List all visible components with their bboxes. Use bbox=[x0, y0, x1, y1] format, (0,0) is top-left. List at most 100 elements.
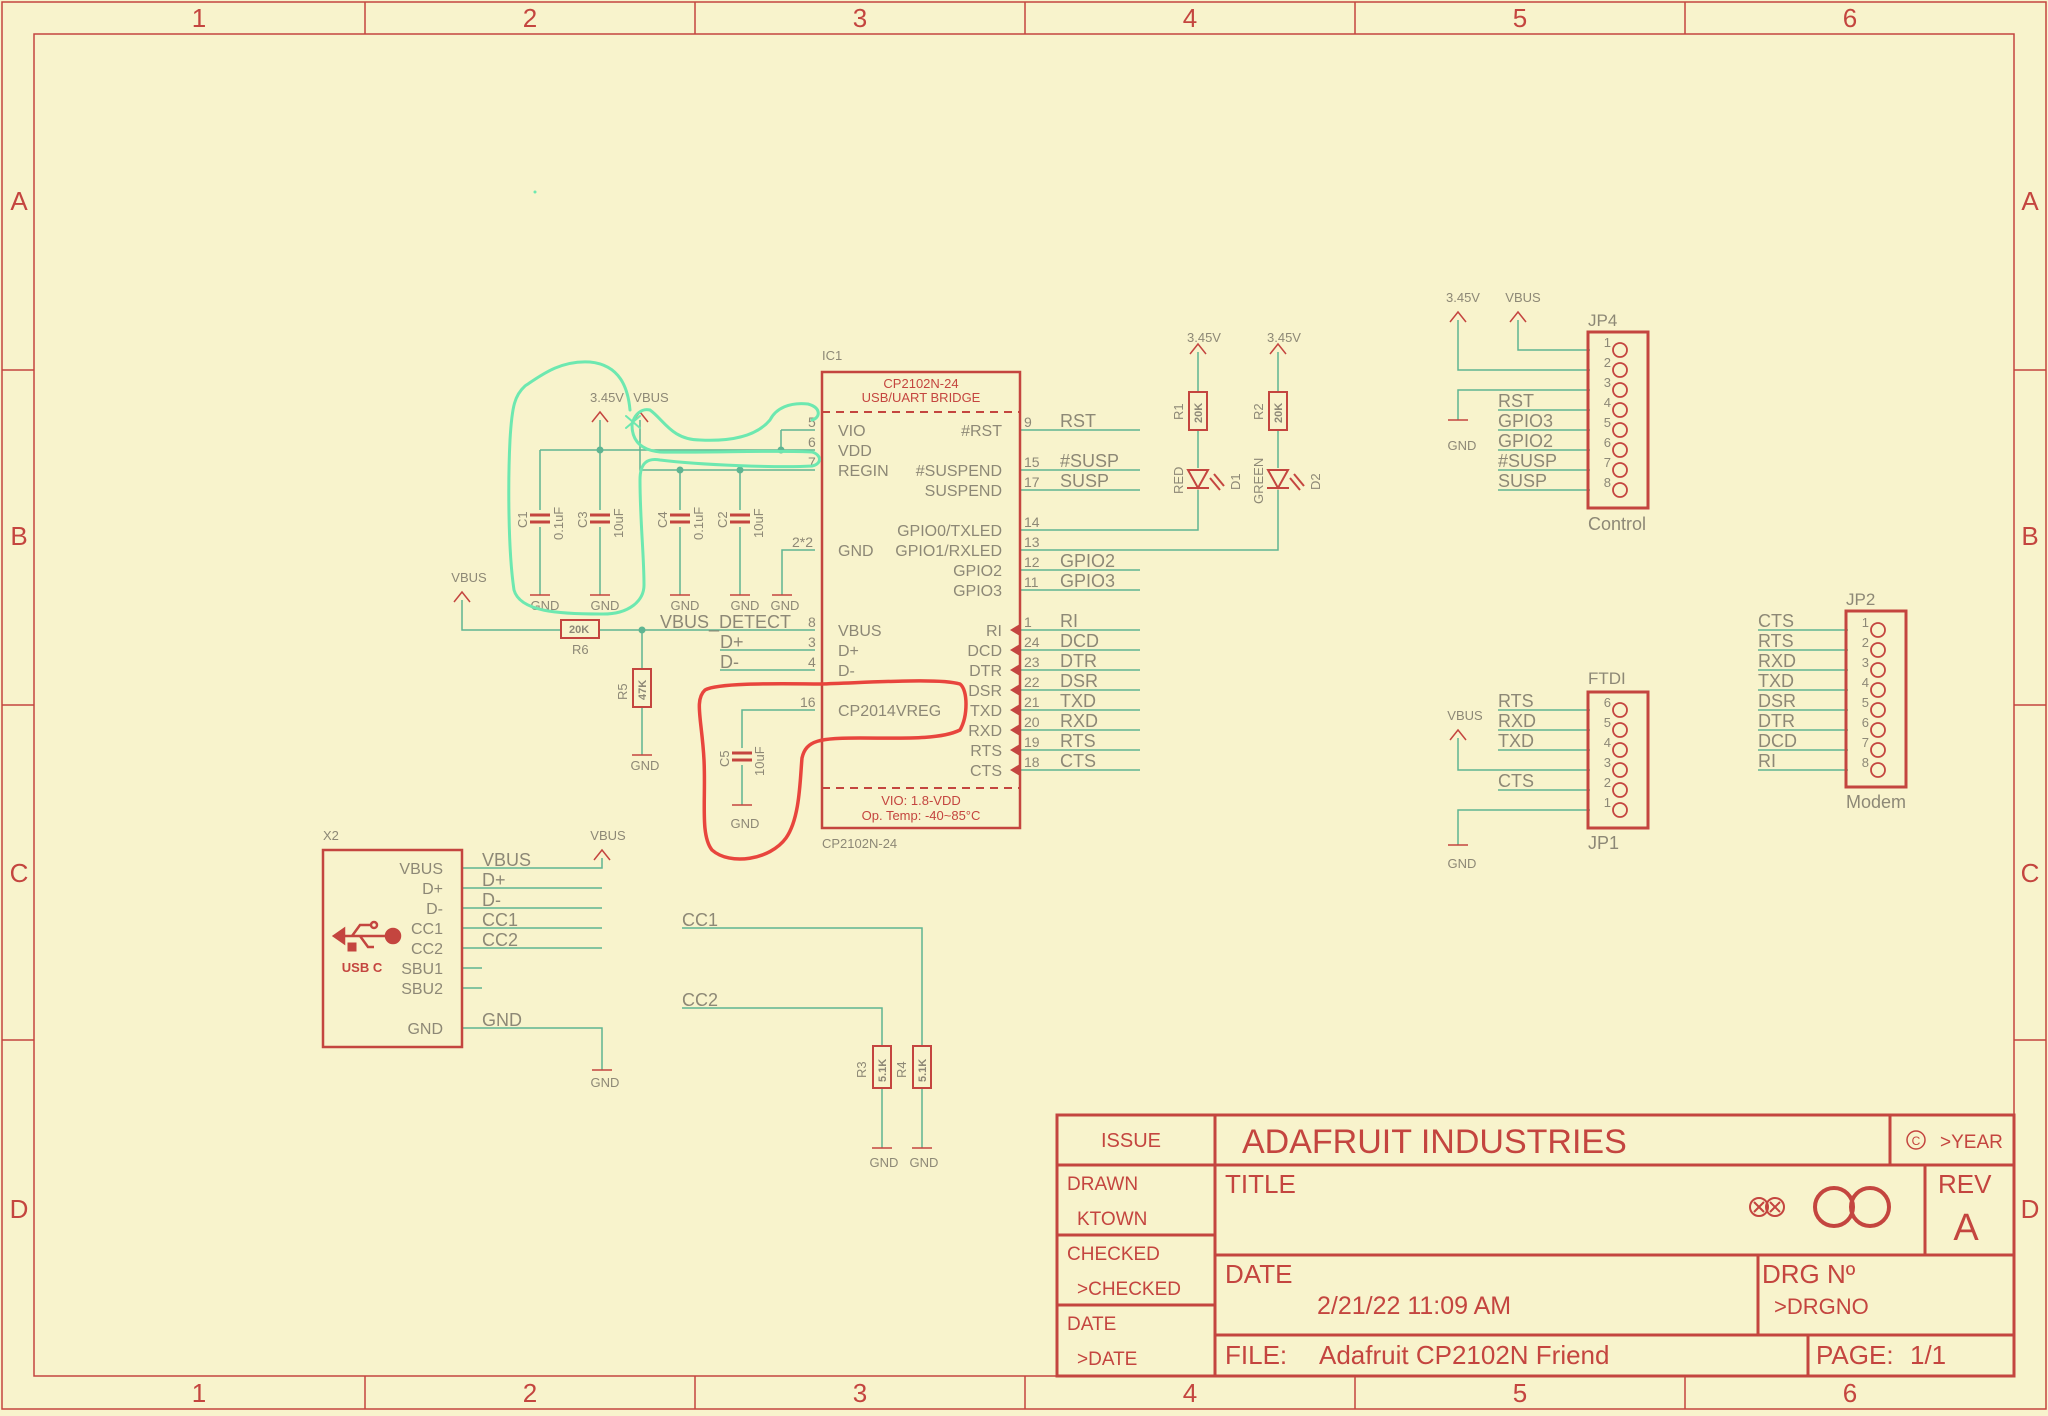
net-label: RTS bbox=[1498, 691, 1534, 711]
header-pin-num: 6 bbox=[1604, 695, 1611, 710]
res-value: 47K bbox=[637, 680, 649, 700]
net-label: GPIO3 bbox=[1498, 411, 1553, 431]
title-block bbox=[1055, 1113, 2016, 1378]
res-ref: R2 bbox=[1251, 403, 1266, 420]
row-label: B bbox=[10, 521, 27, 551]
pin-arrow bbox=[1010, 724, 1020, 736]
pin-num: 15 bbox=[1024, 454, 1040, 470]
pin-arrow bbox=[1010, 624, 1020, 636]
drawn-by: KTOWN bbox=[1077, 1209, 1147, 1230]
net-label: TXD bbox=[1498, 731, 1534, 751]
header-pin bbox=[1870, 722, 1886, 738]
header-pin bbox=[1870, 742, 1886, 758]
usb-icon bbox=[331, 920, 402, 952]
net-label: RTS bbox=[1758, 631, 1794, 651]
header-pin-num: 1 bbox=[1862, 615, 1869, 630]
header-pin bbox=[1870, 682, 1886, 698]
net-label: RI bbox=[1060, 611, 1078, 631]
net-label: DCD bbox=[1758, 731, 1797, 751]
res-ref: R6 bbox=[572, 642, 589, 657]
gnd-label: GND bbox=[731, 816, 760, 831]
cap-ref: C2 bbox=[715, 511, 730, 528]
header-pin bbox=[1870, 622, 1886, 638]
ic1-value: CP2102N-24 bbox=[822, 836, 897, 851]
net-label: DCD bbox=[1060, 631, 1099, 651]
pin-name: D- bbox=[838, 663, 855, 680]
row-label: B bbox=[2021, 521, 2038, 551]
ic1-subtitle: USB/UART BRIDGE bbox=[862, 390, 981, 405]
header-pin bbox=[1612, 382, 1628, 398]
v345-label: 3.45V bbox=[1267, 330, 1301, 345]
net-labels: VBUS_DETECT D+ D- CC1 CC2 bbox=[660, 612, 791, 1010]
pin-arrow bbox=[1010, 664, 1020, 676]
header-pin-num: 5 bbox=[1604, 415, 1611, 430]
usb-pin-name: CC1 bbox=[411, 921, 443, 938]
pin-name: VDD bbox=[838, 443, 872, 460]
header-label: JP1 bbox=[1588, 833, 1619, 853]
date2-value: 2/21/22 11:09 AM bbox=[1317, 1292, 1511, 1320]
net-label: SUSP bbox=[1060, 471, 1109, 491]
pin-num: 22 bbox=[1024, 674, 1040, 690]
capacitor-plates bbox=[530, 513, 752, 762]
company-name: ADAFRUIT INDUSTRIES bbox=[1242, 1123, 1627, 1161]
power-labels: 3.45V VBUS VBUS VBUS 3.45V 3.45V 3.45V V… bbox=[451, 290, 1541, 1170]
pin-num: 18 bbox=[1024, 754, 1040, 770]
header-pin-num: 2 bbox=[1862, 635, 1869, 650]
title-block-text: ISSUE ADAFRUIT INDUSTRIES C >YEAR DRAWN … bbox=[1067, 1123, 2003, 1370]
usb-pin-name: SBU2 bbox=[401, 981, 443, 998]
wires bbox=[461, 320, 1848, 1148]
col-label: 5 bbox=[1513, 3, 1527, 33]
usb-pin-name: VBUS bbox=[399, 861, 443, 878]
pin-name: #SUSPEND bbox=[916, 463, 1002, 480]
pin-name: REGIN bbox=[838, 463, 889, 480]
res-ref: R5 bbox=[615, 683, 630, 700]
pin-arrow bbox=[1010, 684, 1020, 696]
usb-pin-name: GND bbox=[407, 1021, 443, 1038]
pin-arrow bbox=[1010, 704, 1020, 716]
header-pin bbox=[1870, 762, 1886, 778]
drawn-label: DRAWN bbox=[1067, 1174, 1138, 1195]
jp4-header: JP4 Control bbox=[1586, 311, 1650, 534]
pin-arrow bbox=[1010, 744, 1020, 756]
vbus-label: VBUS bbox=[633, 390, 669, 405]
cap-value: 0.1uF bbox=[551, 507, 566, 540]
pin-name: VBUS bbox=[838, 623, 882, 640]
frame-labels: 1 2 3 4 5 6 1 2 3 4 5 6 A B C D A B C D bbox=[10, 3, 2040, 1408]
date2-label: DATE bbox=[1225, 1259, 1292, 1289]
res-value: 20K bbox=[1193, 403, 1205, 423]
net-label: RXD bbox=[1758, 651, 1796, 671]
header-pin-num: 4 bbox=[1604, 395, 1611, 410]
header-pin bbox=[1612, 362, 1628, 378]
cap-value: 0.1uF bbox=[691, 507, 706, 540]
title-label: TITLE bbox=[1225, 1169, 1296, 1199]
header-pin-num: 4 bbox=[1604, 735, 1611, 750]
led-ref: D2 bbox=[1308, 473, 1323, 490]
gnd-label: GND bbox=[731, 598, 760, 613]
header-pin-num: 1 bbox=[1604, 795, 1611, 810]
header-label: Modem bbox=[1846, 792, 1906, 812]
row-label: D bbox=[2021, 1194, 2040, 1224]
pin-name: CP2014VREG bbox=[838, 703, 941, 720]
pin-name: GPIO1/RXLED bbox=[895, 543, 1002, 560]
net-label: DTR bbox=[1758, 711, 1795, 731]
col-label: 1 bbox=[192, 1378, 206, 1408]
header-pin-num: 8 bbox=[1604, 475, 1611, 490]
header-pin-num: 3 bbox=[1604, 755, 1611, 770]
copyright-symbol: C bbox=[1912, 1134, 1921, 1148]
net-label: RST bbox=[1498, 391, 1534, 411]
header-pin-num: 4 bbox=[1862, 675, 1869, 690]
pin-name: D+ bbox=[838, 643, 859, 660]
usb-c-connector: X2 USB C bbox=[321, 828, 464, 1049]
header-pin bbox=[1612, 802, 1628, 818]
gnd-label: GND bbox=[771, 598, 800, 613]
pin-num: 2*2 bbox=[792, 534, 813, 550]
res-value: 20K bbox=[1273, 403, 1285, 423]
pin-num: 21 bbox=[1024, 694, 1040, 710]
res-value: 20K bbox=[569, 624, 589, 636]
pin-num: 14 bbox=[1024, 514, 1040, 530]
col-label: 2 bbox=[523, 3, 537, 33]
drg-value: >DRGNO bbox=[1774, 1294, 1869, 1319]
res-value: 5.1K bbox=[917, 1059, 929, 1082]
